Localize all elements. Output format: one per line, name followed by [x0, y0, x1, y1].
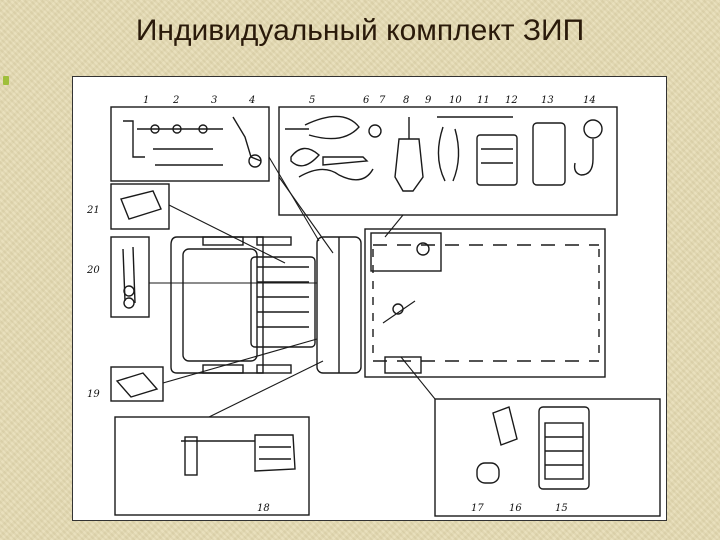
- callout-4: 4: [248, 95, 255, 106]
- bullet-marker: [3, 76, 9, 85]
- callout-3: 3: [211, 95, 217, 106]
- callout-17: 17: [471, 503, 484, 514]
- callout-12: 12: [505, 95, 518, 106]
- callout-13: 13: [541, 95, 554, 106]
- slide-title: Индивидуальный комплект ЗИП: [135, 14, 585, 47]
- side-items-drawing: [115, 190, 162, 398]
- spare-parts-diagram: 1 2 3 4 5 6 7 8 9 10 11 12 13 14 21 20 1…: [72, 76, 667, 521]
- items-15-17-drawing: [476, 406, 590, 490]
- callout-18: 18: [257, 503, 270, 514]
- callout-16: 16: [509, 503, 522, 514]
- box-item-20: [110, 236, 150, 318]
- tool-kit-drawing: [285, 115, 603, 192]
- box-items-15-17: [434, 398, 661, 517]
- leader-lines: [149, 156, 436, 418]
- callout-11: 11: [477, 95, 490, 106]
- box-tools-1-4: [110, 106, 270, 182]
- box-item-18: [114, 416, 310, 516]
- callout-7: 7: [379, 95, 386, 106]
- callout-8: 8: [403, 95, 409, 106]
- callout-9: 9: [425, 95, 432, 106]
- callout-2: 2: [172, 95, 179, 106]
- callout-6: 6: [363, 95, 370, 106]
- box-tools-5-14: [278, 106, 618, 216]
- diagram-drawing: 1 2 3 4 5 6 7 8 9 10 11 12 13 14 21 20 1…: [86, 95, 661, 517]
- wrench-set-drawing: [123, 116, 262, 168]
- callout-20: 20: [86, 265, 100, 276]
- callout-5: 5: [309, 95, 315, 106]
- callout-21: 21: [86, 205, 100, 216]
- callout-numbers: 1 2 3 4 5 6 7 8 9 10 11 12 13 14 21 20 1…: [86, 95, 596, 514]
- vehicle-cargo-body: [364, 228, 606, 378]
- item-18-drawing: [181, 434, 296, 476]
- callout-1: 1: [143, 95, 149, 106]
- callout-10: 10: [449, 95, 462, 106]
- callout-14: 14: [583, 95, 596, 106]
- vehicle-cab: [170, 236, 362, 374]
- callout-15: 15: [555, 503, 568, 514]
- box-item-21: [110, 183, 170, 230]
- box-item-19: [110, 366, 164, 402]
- callout-19: 19: [87, 389, 100, 400]
